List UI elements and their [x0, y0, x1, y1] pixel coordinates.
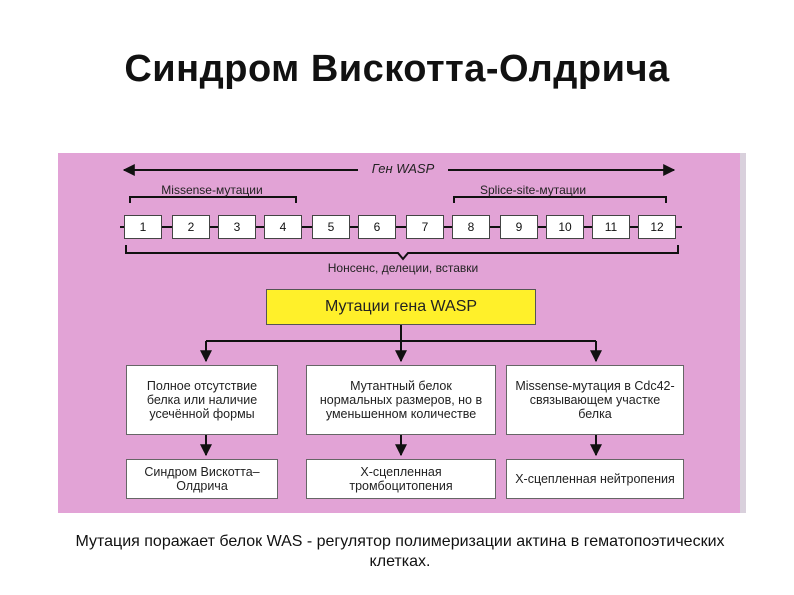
- exon-12: 12: [638, 215, 676, 239]
- outcome-box-1: Синдром Вискотта–Олдрича: [126, 459, 278, 499]
- outcome-box-3: X-сцепленная нейтропения: [506, 459, 684, 499]
- caption: Мутация поражает белок WAS - регулятор п…: [75, 533, 725, 570]
- cause-box-2: Мутантный белок нормальных размеров, но …: [306, 365, 496, 435]
- wasp-diagram: Ген WASP Missense-мутации Splice-site-му…: [58, 153, 746, 513]
- slide-title: Синдром Вискотта-Олдрича: [124, 48, 670, 90]
- exon-10: 10: [546, 215, 584, 239]
- missense-bracket: [129, 196, 297, 203]
- missense-label: Missense-мутации: [161, 183, 263, 197]
- gene-label: Ген WASP: [358, 161, 448, 176]
- page-edge: [740, 153, 746, 513]
- exon-7: 7: [406, 215, 444, 239]
- exon-4: 4: [264, 215, 302, 239]
- exon-5: 5: [312, 215, 350, 239]
- exon-11: 11: [592, 215, 630, 239]
- outcome-box-2: X-сцепленная тромбоцитопения: [306, 459, 496, 499]
- exon-1: 1: [124, 215, 162, 239]
- exon-6: 6: [358, 215, 396, 239]
- exon-8: 8: [452, 215, 490, 239]
- splice-label: Splice-site-мутации: [479, 183, 587, 197]
- center-box: Мутации гена WASP: [266, 289, 536, 325]
- diagram-lines: [120, 164, 682, 457]
- splice-bracket: [453, 196, 667, 203]
- nonsense-label: Нонсенс, делеции, вставки: [327, 261, 479, 275]
- cause-box-1: Полное отсутствие белка или наличие усеч…: [126, 365, 278, 435]
- nonsense-brace: [125, 245, 679, 261]
- exon-2: 2: [172, 215, 210, 239]
- exon-9: 9: [500, 215, 538, 239]
- cause-box-3: Missense-мутация в Cdc42-связывающем уча…: [506, 365, 684, 435]
- exon-3: 3: [218, 215, 256, 239]
